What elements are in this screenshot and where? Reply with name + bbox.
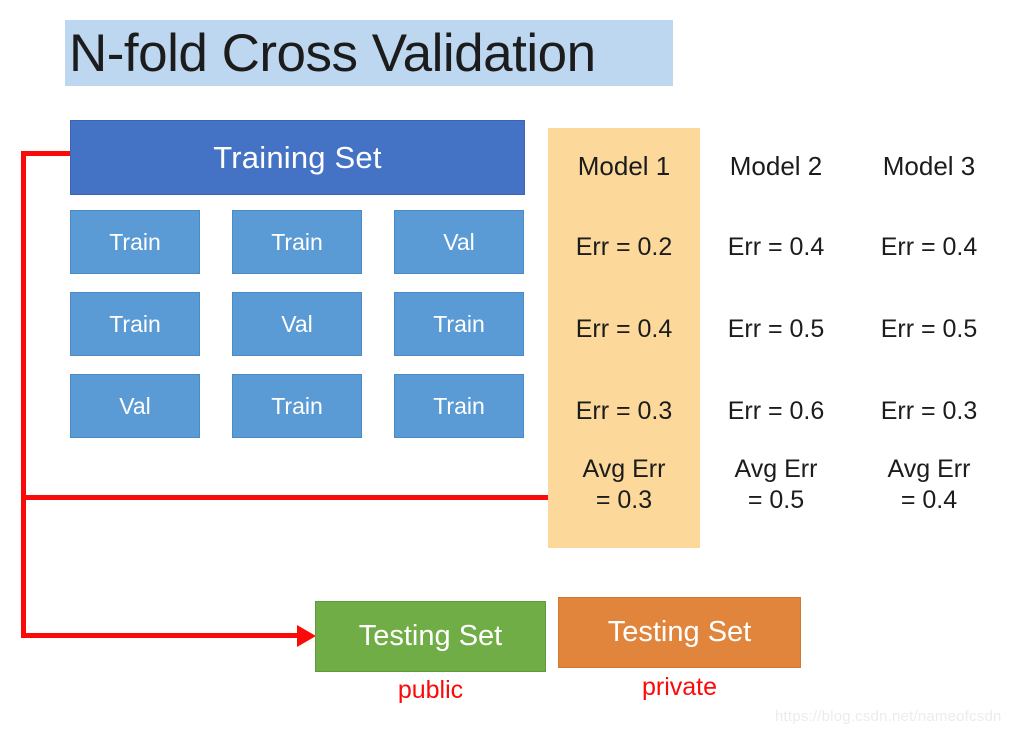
model-column-header: Model 3	[882, 151, 976, 182]
fold-cell: Train	[70, 210, 200, 274]
model-average-error: Avg Err = 0.5	[734, 455, 818, 514]
model-average-error: Avg Err = 0.4	[887, 455, 971, 514]
model-error-value: Err = 0.4	[727, 232, 825, 261]
connector-vertical-line	[21, 151, 26, 638]
model-average-error: Avg Err = 0.3	[582, 455, 666, 514]
model-column-header: Model 2	[729, 151, 823, 182]
model-error-value: Err = 0.6	[727, 396, 825, 425]
page-title-text: N-fold Cross Validation	[69, 23, 596, 83]
model-error-value: Err = 0.4	[880, 232, 978, 261]
training-set-bar: Training Set	[70, 120, 525, 195]
fold-cell: Val	[232, 292, 362, 356]
model-error-value: Err = 0.3	[880, 396, 978, 425]
model-error-value: Err = 0.5	[880, 314, 978, 343]
fold-cell: Train	[394, 292, 524, 356]
model-error-value: Err = 0.5	[727, 314, 825, 343]
training-set-label: Training Set	[213, 139, 382, 175]
connector-to-model-column	[21, 495, 549, 500]
model-error-value: Err = 0.2	[575, 232, 673, 261]
connector-to-training-set	[21, 151, 73, 156]
model-column-header: Model 1	[577, 151, 671, 182]
fold-cell: Val	[70, 374, 200, 438]
arrow-head-icon	[297, 625, 316, 647]
testing-set-public-box: Testing Set	[315, 601, 546, 672]
testing-set-private-label: Testing Set	[607, 616, 752, 648]
model-1-highlight-band	[548, 128, 700, 548]
testing-set-public-caption: public	[397, 676, 464, 704]
model-error-value: Err = 0.4	[575, 314, 673, 343]
watermark: https://blog.csdn.net/nameofcsdn	[775, 708, 1002, 725]
fold-cell: Train	[232, 210, 362, 274]
page-title: N-fold Cross Validation	[65, 20, 673, 86]
model-results-table: Model 1 Model 2 Model 3 Err = 0.2 Err = …	[548, 128, 1006, 548]
testing-set-public-label: Testing Set	[358, 620, 503, 652]
fold-cell: Val	[394, 210, 524, 274]
fold-cell: Train	[394, 374, 524, 438]
fold-cell: Train	[70, 292, 200, 356]
model-error-value: Err = 0.3	[575, 396, 673, 425]
connector-to-testing-set	[21, 633, 304, 638]
fold-cell: Train	[232, 374, 362, 438]
testing-set-private-caption: private	[641, 673, 718, 701]
fold-grid: Train Train Val Train Val Train Val Trai…	[70, 210, 525, 438]
testing-set-private-box: Testing Set	[558, 597, 801, 668]
